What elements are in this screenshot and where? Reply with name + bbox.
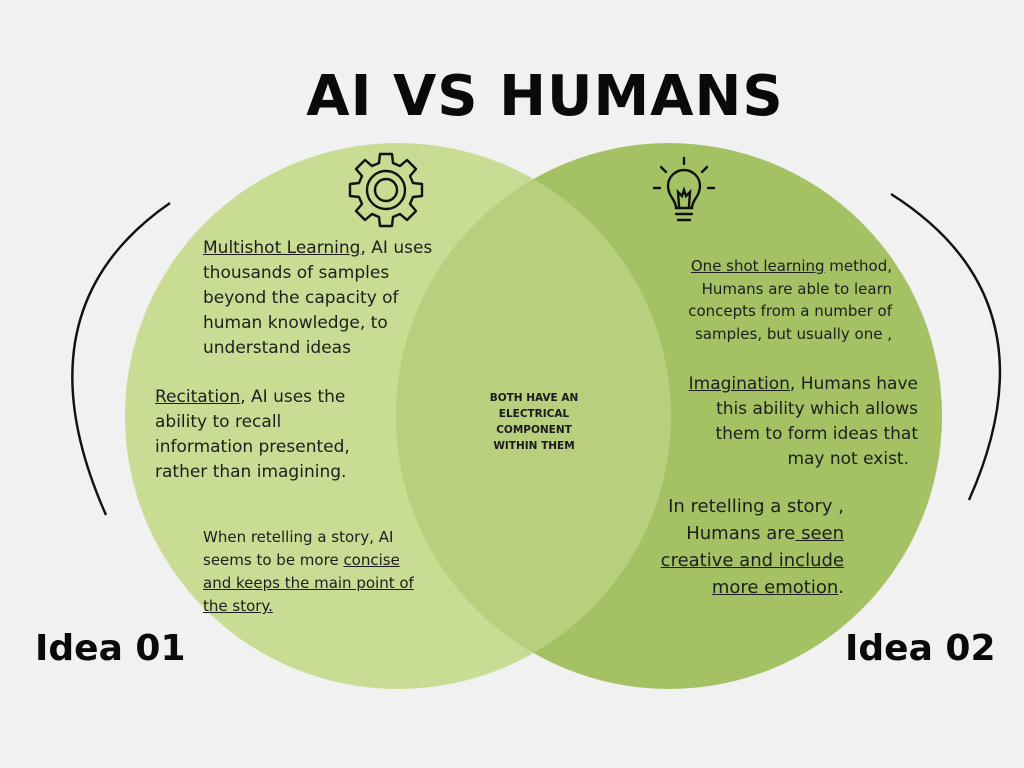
gear-icon	[348, 152, 424, 228]
one-shot-line3: concepts from a number of	[688, 302, 892, 320]
overlap-text: BOTH HAVE AN ELECTRICAL COMPONENT WITHIN…	[474, 390, 594, 454]
human-retelling-line2-plain: Humans are	[686, 523, 796, 544]
human-retelling-line4: more emotion	[711, 577, 839, 598]
one-shot-line1-rest: method,	[824, 257, 892, 275]
lightbulb-icon	[652, 156, 716, 222]
imagination-line4: may not exist.	[787, 449, 909, 469]
imagination-line2: this ability which allows	[716, 399, 918, 419]
overlap-region	[396, 143, 671, 689]
left-bracket-arc	[71, 202, 171, 516]
multishot-line1-rest: , AI uses	[360, 238, 433, 258]
multishot-line3: beyond the capacity of	[203, 288, 399, 308]
imagination-text: Imagination, Humans have this ability wh…	[660, 372, 918, 472]
idea-02-label: Idea 02	[845, 628, 996, 669]
imagination-line3: them to form ideas that	[715, 424, 918, 444]
multishot-term: Multishot Learning	[203, 238, 361, 258]
ai-retelling-line3: and keeps the main point of	[203, 574, 414, 592]
ai-retelling-line4: the story.	[203, 597, 273, 615]
human-retelling-line3: creative and include	[660, 550, 844, 571]
multishot-line5: understand ideas	[203, 338, 351, 358]
overlap-line1: BOTH HAVE AN	[489, 392, 579, 404]
recitation-text: Recitation, AI uses the ability to recal…	[155, 385, 350, 485]
idea-01-label: Idea 01	[35, 628, 186, 669]
one-shot-line2: Humans are able to learn	[701, 279, 892, 298]
imagination-line1-rest: , Humans have	[789, 374, 918, 394]
recitation-line1-rest: , AI uses the	[240, 387, 346, 407]
one-shot-learning-text: One shot learning method, Humans are abl…	[660, 255, 892, 345]
overlap-line3: COMPONENT	[496, 424, 572, 436]
right-bracket-arc	[890, 192, 1002, 501]
recitation-line4: rather than imagining.	[155, 462, 347, 482]
recitation-line3: information presented,	[155, 437, 350, 457]
recitation-line2: ability to recall	[155, 412, 282, 432]
page-title: AI VS HUMANS	[306, 64, 784, 129]
human-retelling-line1: In retelling a story ,	[668, 496, 844, 517]
human-retelling-text: In retelling a story , Humans are seen c…	[630, 493, 844, 601]
ai-retelling-line2-plain: seems to be more	[203, 551, 344, 569]
multishot-learning-text: Multishot Learning, AI uses thousands of…	[203, 236, 432, 361]
human-retelling-line4-end: .	[838, 577, 844, 598]
overlap-line2: ELECTRICAL	[498, 408, 570, 420]
human-retelling-line2-underlined: seen	[795, 523, 844, 544]
ai-retelling-text: When retelling a story, AI seems to be m…	[203, 526, 414, 618]
imagination-term: Imagination	[688, 374, 790, 394]
one-shot-line4: samples, but usually one ,	[694, 324, 892, 343]
multishot-line2: thousands of samples	[203, 263, 390, 283]
recitation-term: Recitation	[155, 387, 241, 407]
one-shot-term: One shot learning	[690, 257, 825, 275]
multishot-line4: human knowledge, to	[203, 313, 388, 333]
ai-retelling-line2-underlined: concise	[343, 551, 400, 569]
overlap-line4: WITHIN THEM	[493, 440, 575, 452]
ai-retelling-line1: When retelling a story, AI	[203, 528, 394, 546]
